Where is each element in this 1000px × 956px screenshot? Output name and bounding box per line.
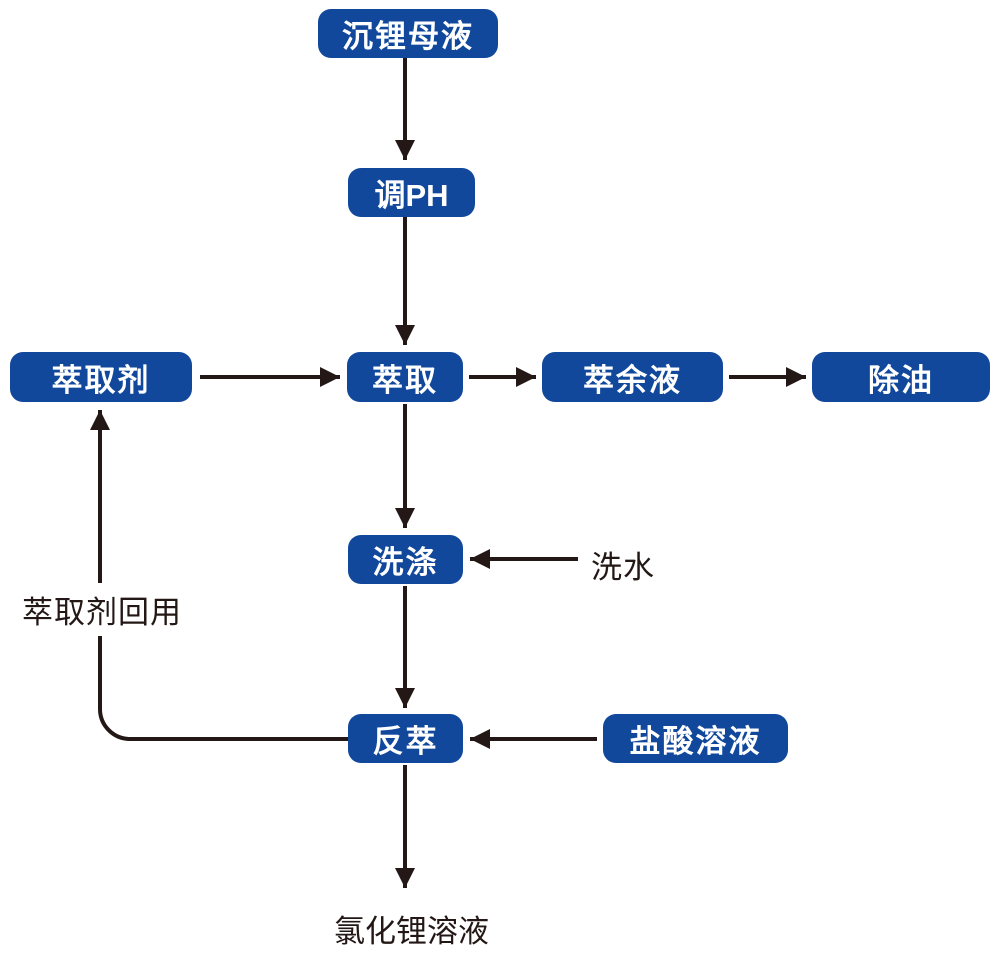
node-raffinate: 萃余液	[542, 352, 723, 402]
node-washing: 洗涤	[348, 535, 463, 584]
label-licl-solution: 氯化锂溶液	[334, 914, 489, 949]
node-stripping: 反萃	[348, 714, 463, 763]
node-extraction: 萃取	[347, 352, 463, 402]
node-oil-removal: 除油	[812, 352, 990, 402]
node-extractant: 萃取剂	[10, 352, 192, 402]
label-wash-water: 洗水	[591, 550, 655, 585]
node-hcl-solution: 盐酸溶液	[603, 714, 788, 763]
arrow-stripping-to-extractant-recycle	[90, 410, 348, 741]
node-adjust-ph: 调PH	[348, 168, 475, 217]
label-extractant-reuse: 萃取剂回用	[12, 583, 192, 636]
node-mother-liquor: 沉锂母液	[318, 9, 498, 58]
